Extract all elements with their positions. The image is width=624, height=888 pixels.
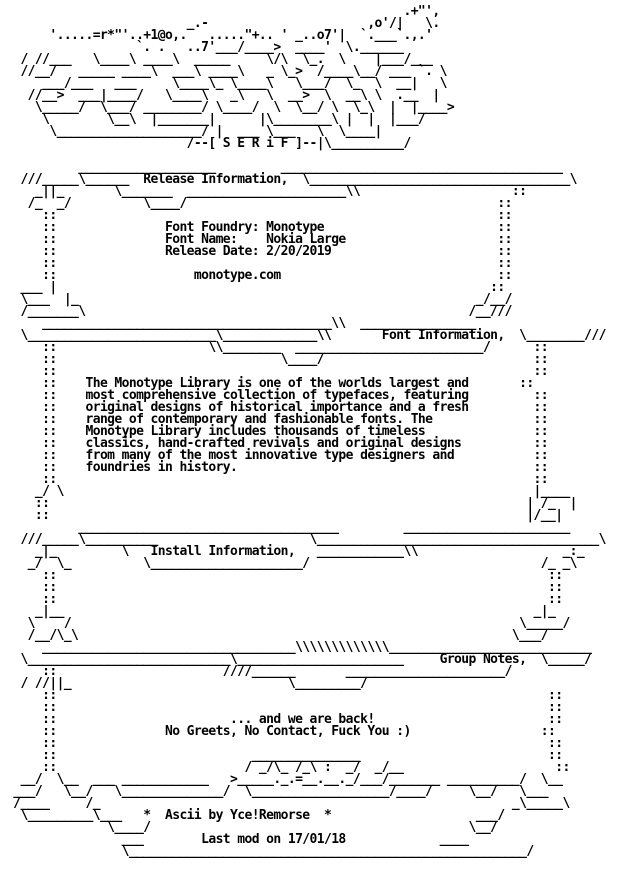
nfo-ascii-document: .+"', _.- ,o'/| \. '.....=r*"'..+1@o,. .… [6, 4, 606, 859]
nfo-line: \____________________________\__________… [6, 652, 592, 667]
nfo-line: _||_ \_______ ______________________\\ :… [6, 184, 527, 199]
nfo-line: ___________________________________\\\\\… [6, 640, 592, 655]
nfo-line: :: :: [6, 580, 563, 595]
nfo-line: _|__ _|_ [6, 604, 556, 619]
nfo-line: ____________________________________ ___… [6, 520, 570, 535]
nfo-line: \ \__\ |_______| |\________\ | | |___/ [6, 112, 426, 127]
nfo-line: ___ Last mod on 17/01/18 ____ [6, 832, 469, 847]
nfo-line: :: :: [6, 568, 563, 583]
nfo-line: :: range of contemporary and fashionable… [6, 412, 549, 427]
nfo-line: \ / \_____/ [6, 616, 571, 631]
nfo-line: :: :: [6, 472, 549, 487]
nfo-line: :: Release Date: 2/20/2019 :: [6, 244, 512, 259]
nfo-line: :: :: [6, 688, 563, 703]
nfo-line: :: from many of the most innovative type… [6, 448, 549, 463]
nfo-line: .+"', [6, 4, 440, 19]
nfo-line: :: Font Name: Nokia Large :: [6, 232, 512, 247]
nfo-line: \__________________________\____________… [6, 328, 606, 343]
nfo-line: :: :: [6, 364, 549, 379]
nfo-line: \_____/ \___/ ________/ \____/ \ \__/ \ … [6, 100, 455, 115]
nfo-line: /_ _/ \____/ :: [6, 196, 513, 211]
nfo-line: //__> ___|____/ \____\ _\ \ __> \ __\ \ … [6, 88, 441, 103]
nfo-line: __/ \__ ___ ____________ >_____._.=__.__… [6, 772, 563, 787]
nfo-line: _/ \_ \_____________________/ /_ _\ [6, 556, 578, 571]
nfo-line: :: :: [6, 256, 512, 271]
nfo-line: :: :: [6, 736, 563, 751]
nfo-line: :: No Greets, No Contact, Fuck You :) :: [6, 724, 556, 739]
nfo-line: /____ /_ _\_____\ [6, 796, 570, 811]
nfo-line: :: \____/ :: [6, 352, 549, 367]
nfo-line: :: foundries in history. :: [6, 460, 549, 475]
nfo-line: :: Font Foundry: Monotype :: [6, 220, 512, 235]
nfo-line: _|_ \ Install Information, ____________\… [6, 544, 585, 559]
nfo-line: :: :: [6, 592, 563, 607]
nfo-line: ///_____\__________ \___________________… [6, 532, 606, 547]
nfo-line: :: Monotype Library includes thousands o… [6, 424, 549, 439]
nfo-line: \___ |_ _/__/ [6, 292, 512, 307]
nfo-line: \____________________/ | ___ \___ \ \___… [6, 124, 382, 139]
nfo-line: ___/ \__/ \______________/ \____________… [6, 784, 549, 799]
nfo-line: :: | /_ | [6, 496, 578, 511]
nfo-line: _/ \ |____ [6, 484, 570, 499]
nfo-line: / //___ \____\ ____\ _____ \/\ \_. \ |__… [6, 52, 433, 67]
nfo-line: /__/\_\ \___/ [6, 628, 549, 643]
nfo-line: ________________________________________… [6, 316, 476, 331]
nfo-line: :: classics, hand-crafted revivals and o… [6, 436, 549, 451]
nfo-line: :: most comprehensive collection of type… [6, 388, 549, 403]
nfo-line: //__/ _____ ____\ ___\ ____\ _ \_> /____… [6, 64, 447, 79]
nfo-line: :: ... and we are back! :: [6, 712, 563, 727]
nfo-line: :: ////______ ______________________/ [6, 664, 512, 679]
nfo-line: /_______\ /__/// [6, 304, 512, 319]
nfo-line: '.....=r*"'..+1@o,. ....."+.. ' _..o7'| … [6, 28, 433, 43]
nfo-line: :: \\________ __________________________… [6, 340, 549, 355]
nfo-line: :: :: [6, 208, 512, 223]
nfo-line: \____/ \__/ [6, 820, 498, 835]
nfo-line: :: The Monotype Library is one of the wo… [6, 376, 534, 391]
nfo-line: `. . ..7'___/____> ____' \.______ [6, 40, 404, 55]
nfo-line: / //||_ \_________/ [6, 676, 368, 691]
nfo-line: :: / _/\_ /_\ : _/ _/__ :: [6, 760, 570, 775]
nfo-line: \_________\___ * Ascii by Yce!Remorse * … [6, 808, 505, 823]
nfo-line: :: monotype.com :: [6, 268, 512, 283]
nfo-line: ___/___ ___ \____\_ \____\ \___/ \_ \ __… [6, 76, 447, 91]
nfo-line: ///_____\______ Release Information, \__… [6, 172, 577, 187]
nfo-line: ___ | :: [6, 280, 505, 295]
nfo-line: :: |/__| [6, 508, 563, 523]
nfo-line: :: _______________ :: [6, 748, 563, 763]
nfo-line: _.- ,o'/| \. [6, 16, 441, 31]
nfo-line: :: original designs of historical import… [6, 400, 549, 415]
nfo-line: :: :: [6, 700, 563, 715]
nfo-line: /--[ S E R i F ]--|\__________/ [6, 136, 412, 151]
nfo-line: ___________________ ____________________… [6, 160, 563, 175]
nfo-line: \_______________________________________… [6, 844, 535, 859]
